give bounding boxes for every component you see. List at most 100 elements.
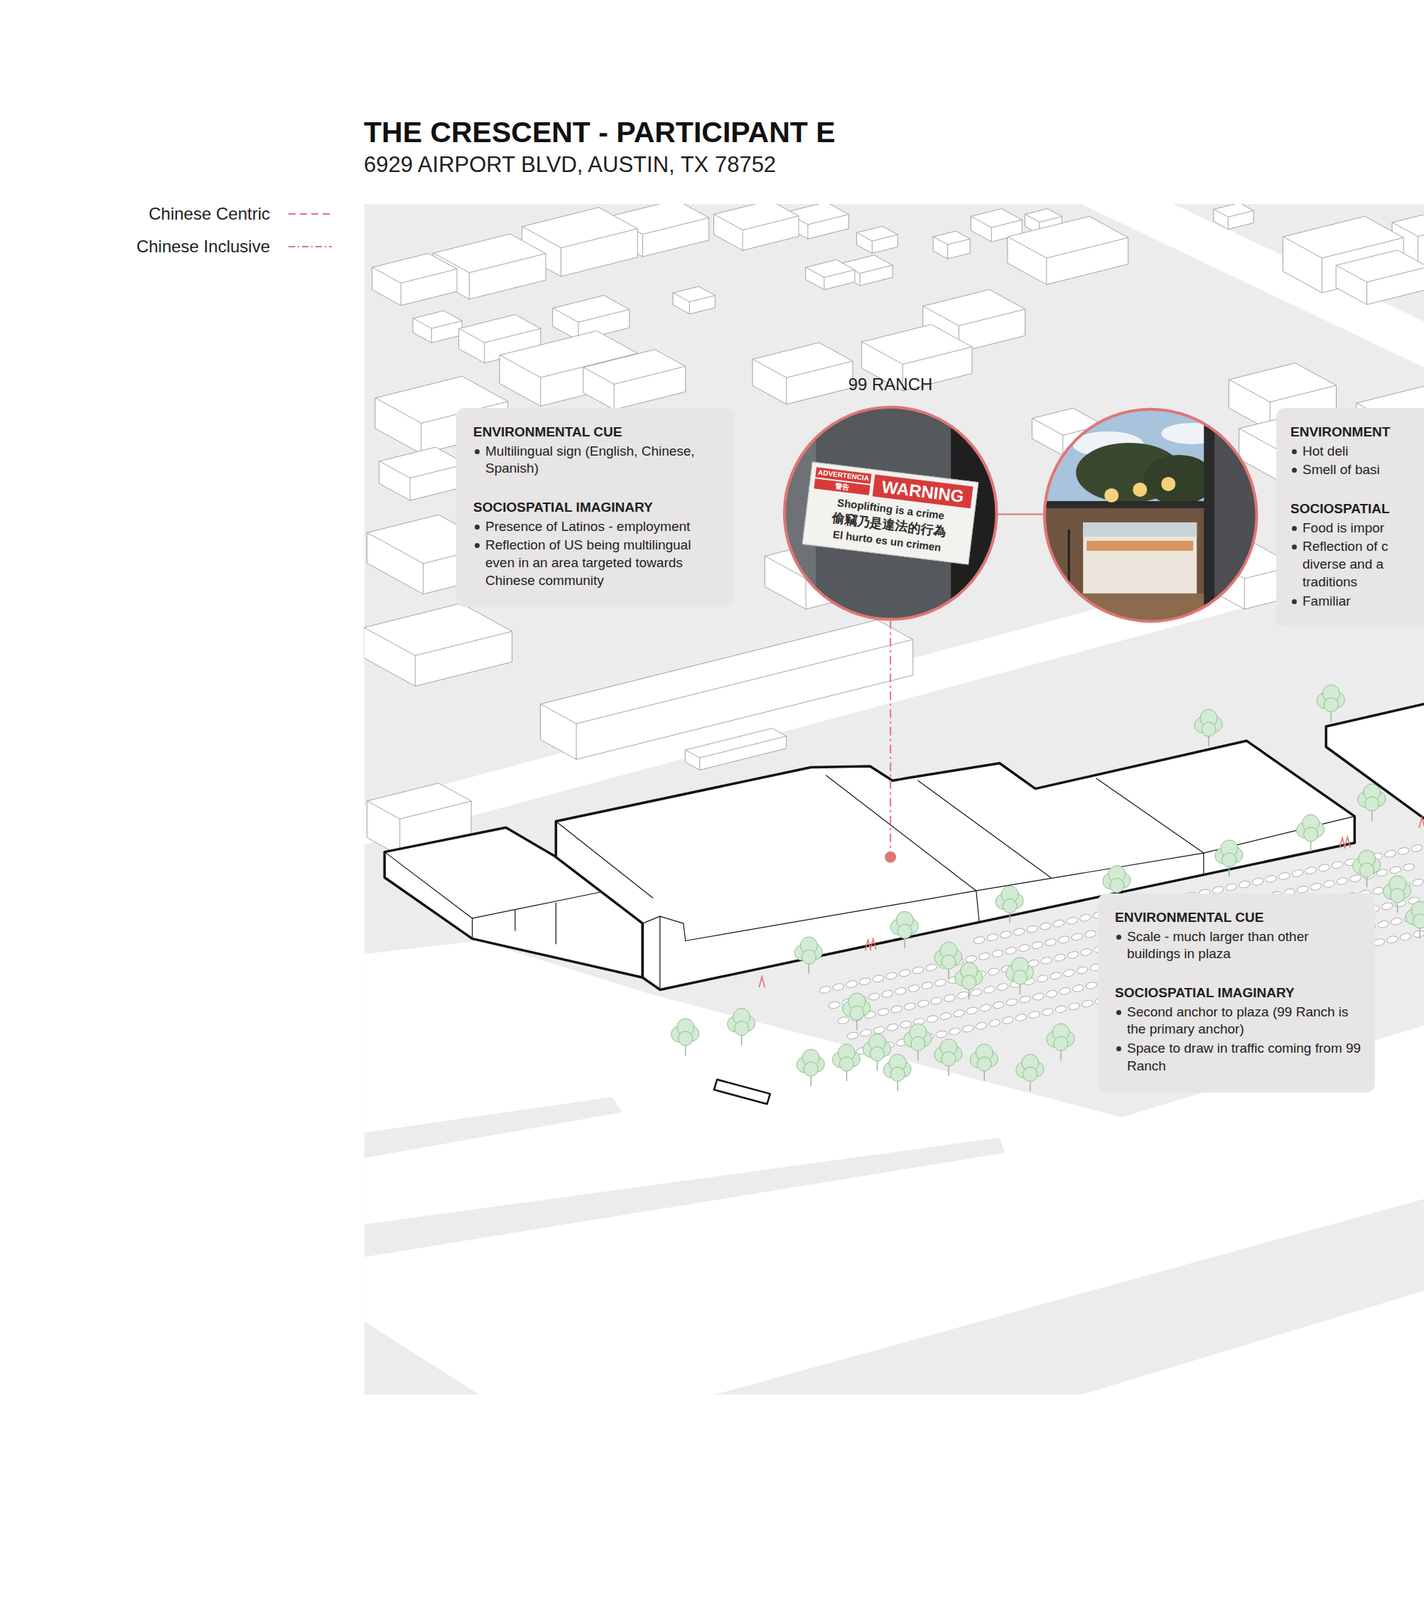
parked-car — [894, 986, 907, 995]
context-building — [540, 619, 914, 759]
bullet-text: Reflection of c diverse and a traditions — [1302, 537, 1420, 591]
bullet-item: Second anchor to plaza (99 Ranch is the … — [1114, 1003, 1364, 1039]
entrance-marker — [1419, 817, 1424, 828]
building-edge — [384, 851, 472, 939]
parked-car — [1304, 866, 1317, 875]
parked-car — [1381, 901, 1394, 911]
building-edge — [752, 358, 853, 378]
bullet-item: Smell of basi — [1290, 461, 1420, 479]
tree-canopy — [897, 923, 912, 938]
building-edge — [689, 301, 690, 315]
parked-car — [934, 977, 947, 987]
tree — [890, 910, 919, 948]
parked-car — [868, 991, 881, 1001]
legend-row: Chinese Centric — [42, 203, 342, 224]
building-edge — [976, 890, 980, 923]
parked-car — [969, 987, 983, 997]
parked-car — [859, 977, 872, 986]
bullet-dot — [474, 449, 480, 455]
deli-food — [1086, 540, 1194, 551]
context-building — [583, 349, 686, 411]
bullet-item: Space to draw in traffic coming from 99 … — [1114, 1039, 1364, 1075]
parked-car — [819, 984, 832, 994]
parked-car — [1251, 876, 1264, 886]
building-edge — [367, 800, 472, 819]
parked-car — [1039, 921, 1052, 931]
parked-car — [1065, 915, 1078, 925]
parked-car — [1018, 943, 1031, 953]
bullet-item: Presence of Latinos - employment — [473, 518, 722, 536]
parked-car — [846, 1031, 859, 1040]
section-heading: ENVIRONMENT — [1290, 423, 1420, 442]
building-edge — [1244, 578, 1245, 609]
parked-car — [964, 954, 978, 963]
parked-car — [986, 932, 999, 942]
tree — [1316, 684, 1345, 722]
parked-car — [1031, 940, 1044, 950]
building-edge — [400, 282, 402, 306]
building-edge — [861, 341, 973, 365]
parked-car — [1412, 929, 1424, 938]
tree-canopy — [910, 1036, 926, 1051]
context-building — [1007, 216, 1128, 285]
pendant-lamp — [1104, 488, 1119, 503]
parked-car — [903, 1001, 916, 1011]
building-edge — [923, 306, 1026, 327]
building-edge — [1203, 852, 1204, 875]
tree — [903, 1023, 932, 1061]
photo-content — [776, 399, 1008, 627]
store-name: 99 RANCH — [819, 375, 962, 393]
parked-car — [1068, 1001, 1081, 1011]
parked-car — [1075, 965, 1088, 975]
building-edge — [859, 273, 861, 286]
parked-car — [1349, 874, 1362, 883]
building-edge — [785, 377, 787, 404]
parked-car — [1335, 876, 1348, 885]
parked-car — [845, 979, 858, 988]
parked-car — [1411, 877, 1424, 887]
parked-car — [974, 1021, 987, 1030]
entrance-marker — [758, 976, 765, 987]
parked-car — [992, 1000, 1005, 1010]
tree-canopy — [1109, 878, 1125, 893]
building-edge — [947, 244, 948, 259]
building-edge — [583, 365, 686, 384]
parked-car — [1081, 999, 1094, 1008]
photo-border — [784, 407, 997, 620]
tree-canopy — [1390, 888, 1405, 903]
callout-box: ENVIRONMENTAL CUEScale - much larger tha… — [1097, 893, 1375, 1093]
building-edge — [560, 247, 562, 277]
bullet-item: Reflection of US being multilingual even… — [473, 536, 722, 590]
neighbor-building — [1325, 703, 1424, 818]
context-building — [752, 342, 853, 405]
monument-sign — [714, 1079, 771, 1104]
tree-canopy — [1023, 1066, 1038, 1081]
parked-car — [1072, 983, 1085, 992]
context-building — [363, 603, 512, 687]
tree — [969, 1043, 998, 1081]
tree-canopy — [1201, 721, 1216, 737]
parked-car — [1063, 968, 1076, 978]
parked-car — [1085, 980, 1098, 990]
building-edge — [514, 909, 516, 931]
building-edge — [1321, 257, 1323, 293]
photo-border — [1044, 409, 1258, 622]
tree — [1296, 814, 1325, 852]
location-dot — [884, 851, 897, 863]
building-edge — [472, 889, 613, 919]
building-edge — [1096, 778, 1204, 853]
tree-canopy — [941, 1051, 956, 1066]
context-building — [714, 203, 799, 251]
building-edge — [742, 230, 744, 251]
context-building — [1336, 250, 1424, 305]
tree — [1352, 849, 1381, 887]
parked-car — [983, 984, 996, 994]
tree — [1215, 839, 1243, 877]
parked-car — [837, 1015, 850, 1024]
tree — [934, 1038, 963, 1076]
parked-car — [1084, 929, 1097, 938]
building-edge — [856, 232, 898, 241]
building-edge — [805, 578, 807, 609]
building-edge — [555, 902, 557, 943]
tree — [1046, 1023, 1075, 1061]
